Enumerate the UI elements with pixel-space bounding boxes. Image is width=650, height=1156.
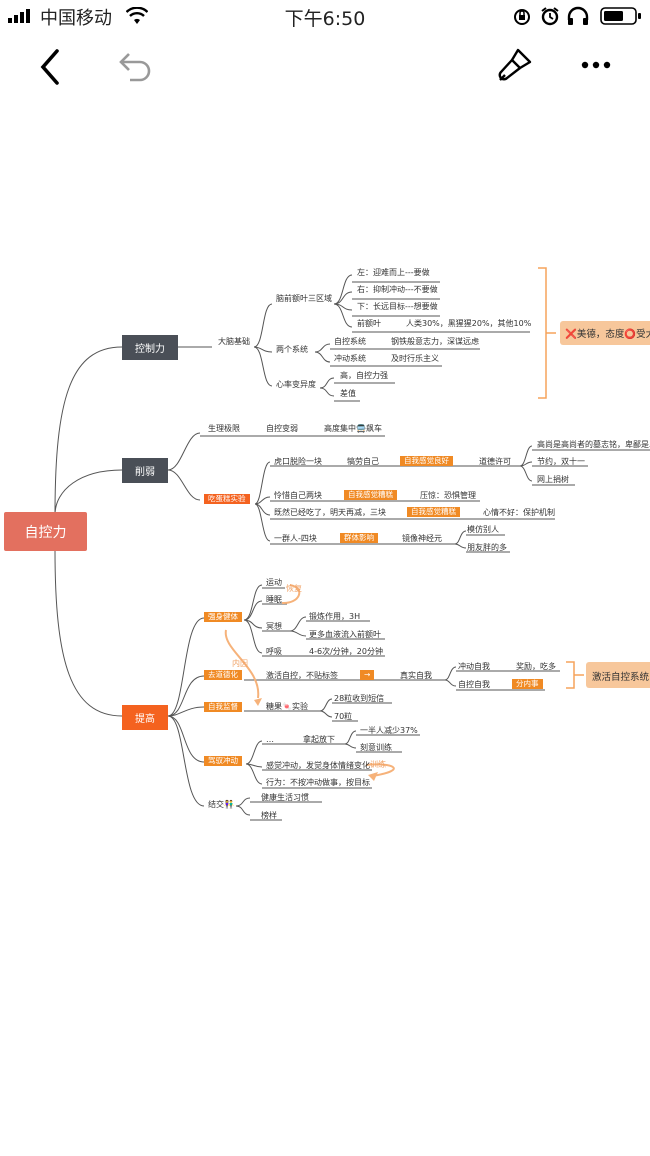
node-text: 更多血液流入前额叶 [309, 630, 381, 639]
signal-icon [8, 9, 30, 23]
node-text: 拿起放下 [303, 735, 335, 744]
node-text: 怜惜自己两块 [274, 491, 322, 500]
root-label: 自控力 [24, 524, 67, 541]
branch-node-improve[interactable]: 提高 [122, 705, 168, 730]
clock: 下午6:50 [284, 8, 366, 30]
node-text: 心率变异度 [276, 380, 316, 389]
carrier-name: 中国移动 [40, 8, 112, 29]
node-text: 大脑基础 [218, 337, 250, 346]
node-text: 下：长远目标---想要做 [357, 302, 438, 311]
node-text: 左：迎难而上---要做 [357, 268, 430, 277]
annotation-text: 内因 [232, 659, 248, 668]
node-text: 高，自控力强 [340, 371, 388, 380]
node-text: 感觉冲动，发觉身体情绪变化 [266, 761, 370, 770]
tag-feel-bad[interactable]: 自我感觉糟糕 [344, 490, 397, 500]
node-text: 自控变弱 [266, 424, 298, 433]
node-text: 刻意训练 [360, 743, 392, 752]
alarm-icon [541, 7, 559, 26]
node-text: 钢铁般意志力，深谋远虑 [391, 337, 479, 346]
node-text: … [266, 735, 274, 744]
node-text: 睡眠 [266, 595, 282, 604]
node-text: 冥想 [266, 622, 282, 631]
node-text: 及时行乐主义 [391, 354, 439, 363]
node-text: 差值 [340, 389, 356, 398]
node-text: 真实自我 [400, 671, 432, 680]
node-text: 一半人减少37% [360, 726, 418, 735]
callout-virtue[interactable]: ❌美德，态度⭕受大 [560, 321, 650, 345]
tag-self-monitor[interactable]: 自我监督 [204, 702, 242, 712]
node-text: 道德许可 [479, 457, 511, 466]
chevron-left-icon[interactable] [36, 48, 64, 86]
node-text: 两个系统 [276, 345, 308, 354]
node-text: 前额叶 [357, 319, 381, 328]
tag-strengthen[interactable]: 强身健体 [204, 612, 242, 622]
node-text: 模仿别人 [467, 525, 499, 534]
wifi-icon [126, 7, 148, 24]
headphones-icon [567, 6, 589, 25]
node-text: 虎口脱险一块 [274, 457, 322, 466]
node-text: 28粒收到短信 [334, 694, 385, 703]
undo-icon[interactable] [118, 52, 154, 82]
node-text: 右：抑制冲动---不要做 [357, 285, 438, 294]
node-text: 激活自控，不贴标签 [266, 671, 338, 680]
callout-text: 激活自控系统 [592, 672, 650, 683]
node-text: 既然已经吃了，明天再减，三块 [274, 508, 386, 517]
node-text: 生理极限 [208, 424, 240, 433]
tag-cake-experiment[interactable]: 吃蛋糕实验 [204, 494, 250, 504]
tag-overcome-impulse[interactable]: 驾驭冲动 [204, 756, 242, 766]
node-text: 锻炼作用，3H [309, 612, 361, 621]
status-bar: 中国移动 下午6:50 [0, 0, 650, 34]
branch-node-control[interactable]: 控制力 [122, 335, 178, 360]
tag-moralize[interactable]: 去道德化 [204, 670, 242, 680]
tag-feel-bad-2[interactable]: 自我感觉糟糕 [407, 507, 460, 517]
branch-node-weaken[interactable]: 削弱 [122, 458, 168, 483]
node-text: 一群人-四块 [274, 534, 317, 543]
node-text: 朋友胖的多 [467, 543, 507, 552]
node-text: 人类30%，黑猩猩20%，其他10% [406, 319, 532, 328]
node-text: 70粒 [334, 712, 353, 721]
root-node[interactable]: 自控力 [4, 512, 87, 551]
node-text: 运动 [266, 578, 282, 587]
node-text: 4-6次/分钟，20分钟 [309, 647, 383, 656]
node-text: 自控系统 [334, 337, 366, 346]
node-text: 高尚是高尚者的墓志铭，卑鄙是卑 [537, 440, 650, 449]
node-text: 压惊：恐惧管理 [420, 491, 476, 500]
tag-within-duty[interactable]: 分内事 [512, 679, 543, 689]
node-text: 自控自我 [458, 680, 490, 689]
node-text: 心情不好：保护机制 [483, 508, 555, 517]
node-text: 糖果🍬实验 [266, 702, 308, 711]
tag-feel-good[interactable]: 自我感觉良好 [400, 456, 453, 466]
node-text: 榜样 [261, 811, 277, 820]
node-text: 健康生活习惯 [261, 793, 309, 802]
node-text: 呼吸 [266, 647, 282, 656]
battery-icon [600, 7, 641, 25]
callout-activate[interactable]: 激活自控系统 [586, 662, 650, 688]
node-text: 节约，双十一 [537, 457, 585, 466]
more-horizontal-icon[interactable] [580, 60, 612, 70]
branch-label: 提高 [135, 714, 155, 725]
node-text: 镜像神经元 [402, 534, 442, 543]
node-text: 奖励，吃多 [516, 662, 556, 671]
node-text: 冲动系统 [334, 354, 366, 363]
callout-text: ❌美德，态度⭕受大 [565, 329, 650, 340]
branch-label: 削弱 [135, 467, 155, 478]
node-text: 结交👫 [208, 800, 234, 809]
node-text: 网上捐树 [537, 475, 569, 484]
paint-brush-icon[interactable] [496, 46, 534, 84]
orientation-lock-icon [514, 9, 530, 25]
node-text: 脑前额叶三区域 [276, 294, 332, 303]
annotation-text: 恢复 [286, 584, 302, 593]
node-text: 犒劳自己 [347, 457, 379, 466]
branch-label: 控制力 [135, 344, 165, 355]
node-text: 高度集中🚍飙车 [324, 424, 382, 433]
tag-group-effect[interactable]: 群体影响 [340, 533, 378, 543]
annotation-text: 训练 [370, 760, 386, 769]
node-text: 冲动自我 [458, 662, 490, 671]
node-text: 行为：不按冲动做事，按目标 [266, 778, 370, 787]
tag-arrow: → [360, 670, 375, 680]
toolbar [0, 40, 650, 94]
